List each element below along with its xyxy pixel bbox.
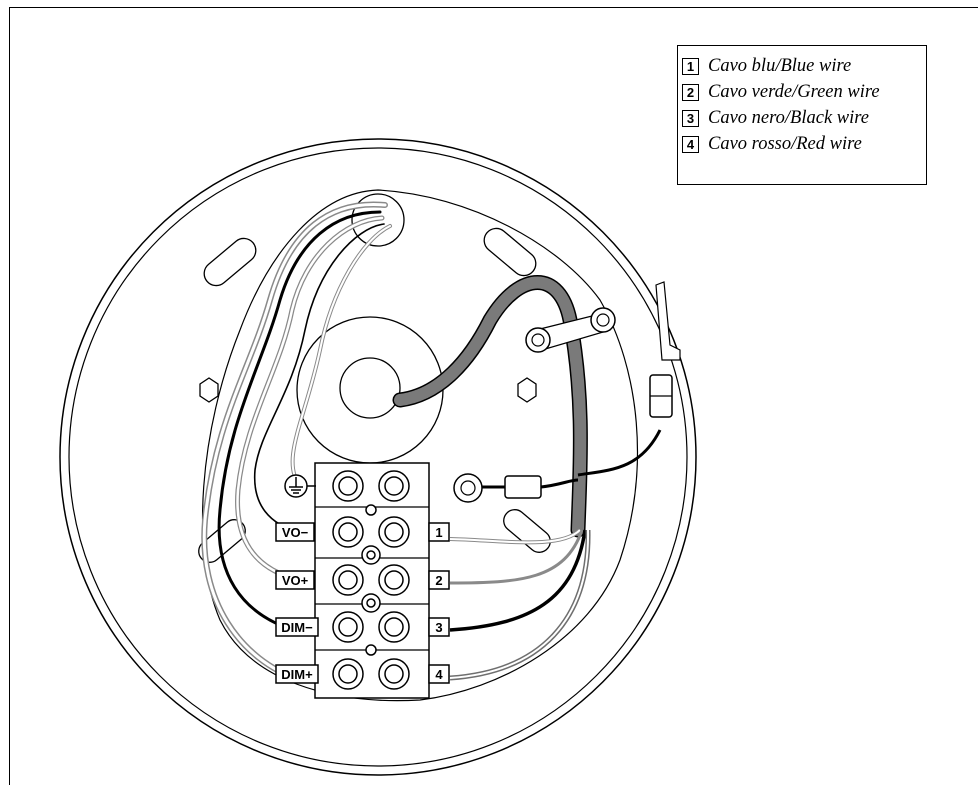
legend-number: 1 [682, 57, 699, 75]
wire-color-legend: 1 Cavo blu/Blue wire 2 Cavo verde/Green … [677, 45, 927, 185]
output-wires [449, 528, 591, 681]
mounting-slot [483, 227, 537, 277]
legend-row: 2 Cavo verde/Green wire [682, 79, 926, 105]
terminal-number-3: 3 [435, 620, 442, 635]
hex-nut [199, 377, 219, 403]
mounting-plate [201, 189, 639, 702]
side-bracket [655, 281, 681, 361]
legend-label: Cavo nero/Black wire [708, 107, 869, 128]
legend-number: 3 [682, 109, 699, 127]
legend-label: Cavo verde/Green wire [708, 81, 880, 102]
earth-ground-icon [284, 474, 316, 498]
housing-outer-ring [59, 138, 697, 776]
terminal-screws [332, 470, 410, 690]
left-terminal-labels: VO− VO+ DIM− DIM+ [275, 522, 319, 684]
terminal-block [314, 462, 430, 699]
legend-number: 2 [682, 83, 699, 101]
terminal-label-vo-minus: VO− [282, 525, 309, 540]
terminal-number-2: 2 [435, 573, 442, 588]
legend-row: 3 Cavo nero/Black wire [682, 105, 926, 131]
legend-label: Cavo blu/Blue wire [708, 55, 852, 76]
terminal-label-dim-plus: DIM+ [281, 667, 313, 682]
terminal-number-4: 4 [435, 667, 443, 682]
mounting-slot [198, 519, 246, 563]
legend-number: 4 [682, 135, 699, 153]
right-terminal-numbers: 1 2 3 4 [428, 522, 450, 684]
legend-row: 4 Cavo rosso/Red wire [682, 131, 926, 157]
drawing-frame [9, 7, 978, 785]
terminal-number-1: 1 [435, 525, 442, 540]
wire-bundle [201, 201, 392, 683]
ground-screw [525, 327, 551, 353]
center-boss-inner [339, 357, 401, 419]
legend-label: Cavo rosso/Red wire [708, 133, 862, 154]
ground-screw [590, 307, 616, 333]
hex-nut [517, 377, 537, 403]
mounting-slot [503, 509, 551, 553]
legend-row: 1 Cavo blu/Blue wire [682, 53, 926, 79]
terminal-label-vo-plus: VO+ [282, 573, 309, 588]
cable-entry-hole [351, 193, 405, 247]
housing-inner-ring [68, 147, 688, 767]
ring-lug-nut [453, 473, 483, 503]
crimp-lug [504, 475, 542, 499]
mounting-slot [203, 237, 257, 287]
terminal-label-dim-minus: DIM− [281, 620, 313, 635]
